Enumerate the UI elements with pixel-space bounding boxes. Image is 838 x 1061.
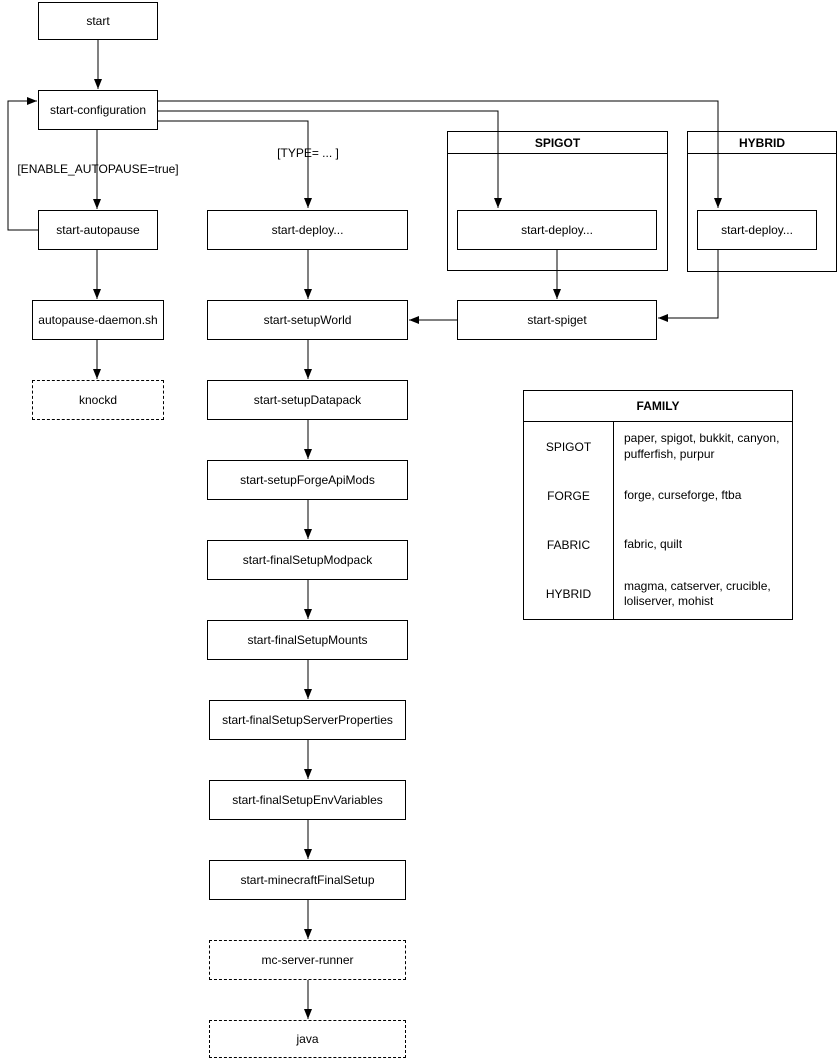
family-row-spigot-members: paper, spigot, bukkit, canyon, pufferfis…: [624, 431, 780, 461]
node-knockd: knockd: [32, 380, 164, 420]
node-java: java: [209, 1020, 406, 1058]
node-start-autopause: start-autopause: [38, 210, 158, 250]
edge-configuration-to-spigot-deploy: [157, 110, 502, 208]
node-start-spiget: start-spiget: [457, 300, 657, 340]
edge-hybriddeploy-to-spiget: [658, 250, 719, 322]
edge-label-enable-autopause: [ENABLE_AUTOPAUSE=true]: [17, 162, 179, 176]
edge-label-type: [TYPE= ... ]: [277, 146, 339, 160]
family-table: FAMILY SPIGOT paper, spigot, bukkit, can…: [523, 390, 793, 620]
node-start-final-setup-server-properties: start-finalSetupServerProperties: [209, 700, 406, 740]
node-spigot-start-deploy: start-deploy...: [457, 210, 657, 250]
group-hybrid: HYBRID: [687, 131, 837, 272]
node-start-setup-world: start-setupWorld: [207, 300, 408, 340]
group-hybrid-title: HYBRID: [688, 132, 836, 154]
node-start-final-setup-mounts: start-finalSetupMounts: [207, 620, 408, 660]
family-row-hybrid-members: magma, catserver, crucible, loliserver, …: [624, 578, 771, 609]
family-table-body: SPIGOT paper, spigot, bukkit, canyon, pu…: [524, 422, 792, 619]
family-table-title: FAMILY: [524, 391, 792, 422]
family-row-forge-label: FORGE: [524, 471, 614, 521]
node-start: start: [38, 2, 158, 40]
family-row-spigot-label: SPIGOT: [524, 422, 614, 472]
node-autopause-daemon: autopause-daemon.sh: [32, 300, 164, 340]
family-row-hybrid-label: HYBRID: [524, 569, 614, 619]
node-start-configuration: start-configuration: [38, 90, 158, 130]
edge-configuration-to-deploy: [157, 120, 312, 208]
group-spigot-title: SPIGOT: [448, 132, 667, 154]
family-row-fabric-members: fabric, quilt: [624, 537, 683, 552]
edge-configuration-to-hybrid-deploy: [157, 100, 722, 208]
edge-autopause-loop-to-configuration: [7, 97, 38, 231]
node-start-setup-datapack: start-setupDatapack: [207, 380, 408, 420]
node-start-setup-forge-api-mods: start-setupForgeApiMods: [207, 460, 408, 500]
node-start-final-setup-env-variables: start-finalSetupEnvVariables: [209, 780, 406, 820]
family-row-fabric-label: FABRIC: [524, 520, 614, 570]
node-hybrid-start-deploy: start-deploy...: [697, 210, 817, 250]
node-start-minecraft-final-setup: start-minecraftFinalSetup: [209, 860, 406, 900]
node-start-final-setup-modpack: start-finalSetupModpack: [207, 540, 408, 580]
node-mc-server-runner: mc-server-runner: [209, 940, 406, 980]
family-row-forge-members: forge, curseforge, ftba: [624, 488, 742, 503]
node-start-deploy: start-deploy...: [207, 210, 408, 250]
